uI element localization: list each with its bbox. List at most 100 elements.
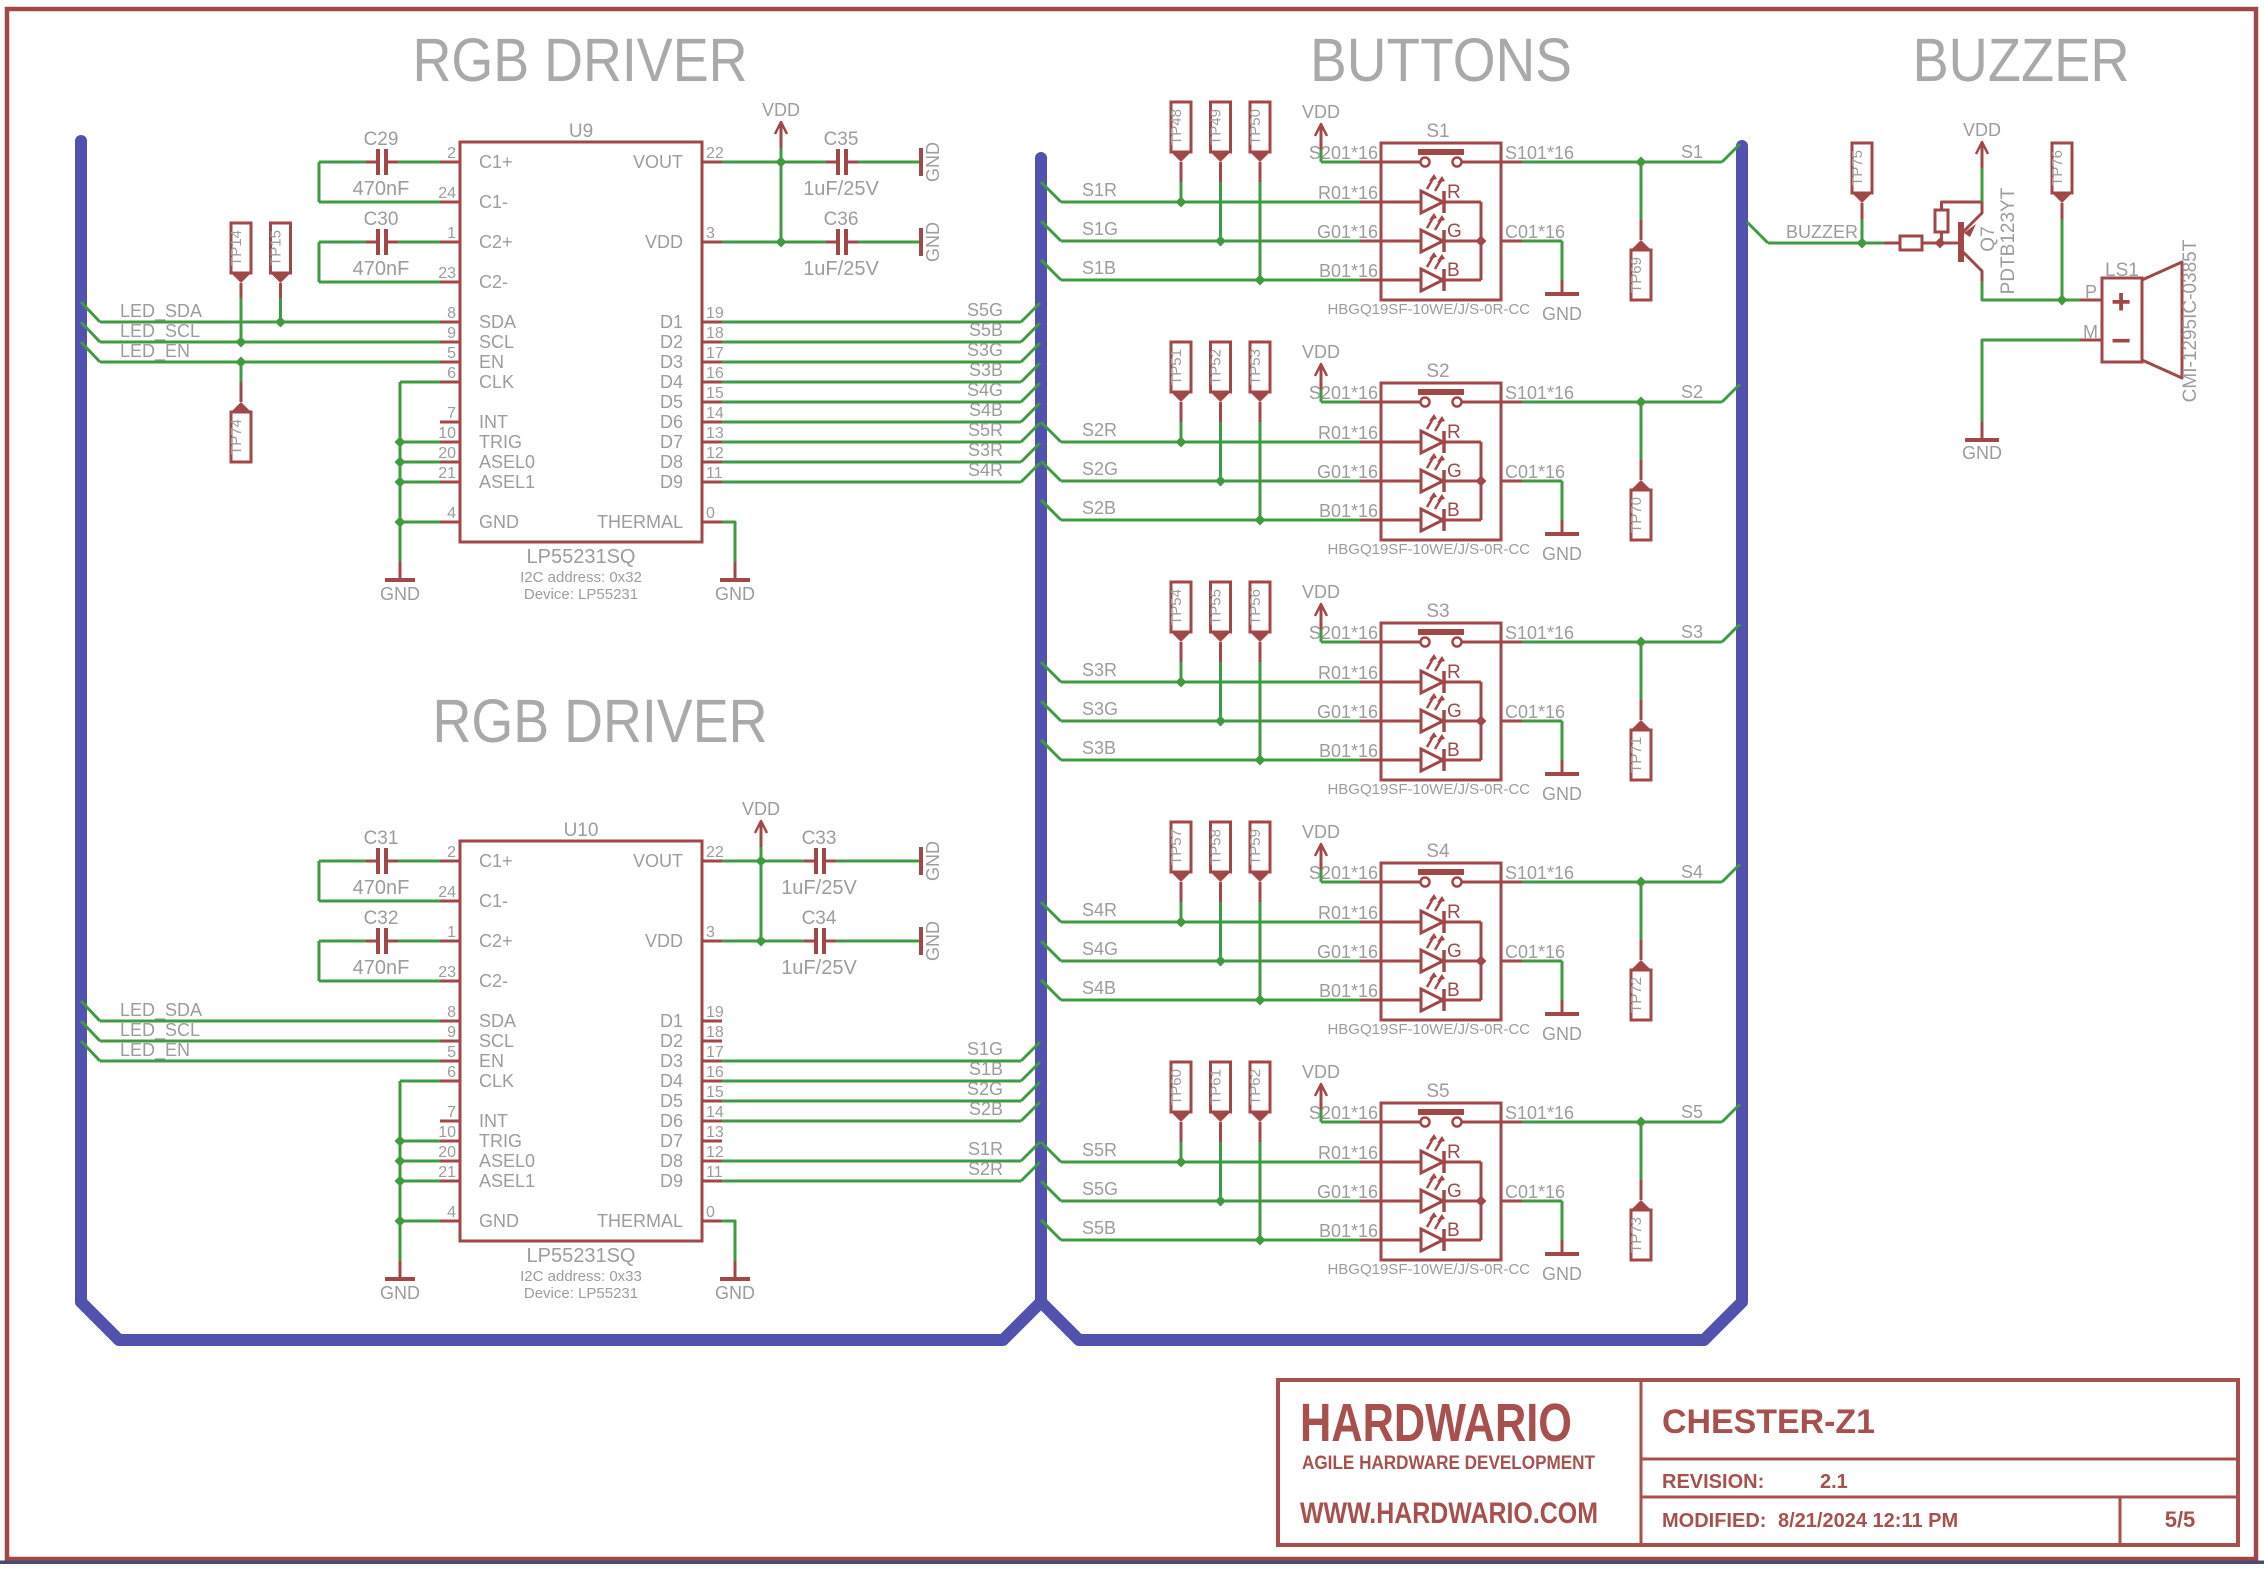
bus-ripper: [1019, 461, 1042, 484]
pin-name: D9: [660, 1171, 683, 1191]
bus-lines: [75, 135, 1748, 1346]
pin-number: 10: [438, 1124, 456, 1141]
speaker-minus: −: [2111, 322, 2131, 360]
gnd-label: GND: [1542, 544, 1582, 564]
pin-label: R01*16: [1318, 183, 1378, 203]
led-triangle: [1419, 1226, 1447, 1254]
pin-number: 1: [447, 225, 456, 242]
pin-name: ASEL0: [479, 1151, 535, 1171]
bus-ripper: [79, 340, 102, 364]
vdd-arrowhead: [773, 120, 789, 135]
junction-dot: [394, 476, 406, 488]
capacitor-plate: [376, 928, 380, 954]
cap-value: 1uF/25V: [803, 178, 879, 200]
pin-name: D8: [660, 1151, 683, 1171]
led-letter: R: [1447, 662, 1461, 683]
testpoint-tip: [231, 273, 251, 283]
net-label: S2B: [969, 1099, 1003, 1119]
pin-name: D9: [660, 472, 683, 492]
pin-number: 2: [447, 145, 456, 162]
pin-name: TRIG: [479, 1131, 522, 1151]
gnd-label: GND: [715, 584, 755, 604]
bus-ripper: [79, 300, 102, 324]
pin-name: C1+: [479, 851, 513, 871]
net-label: S5G: [967, 300, 1003, 320]
bus-ripper: [1019, 1060, 1042, 1083]
button-body: [1379, 1101, 1503, 1262]
testpoint-tip: [1210, 392, 1231, 402]
pin-number: 13: [706, 425, 724, 442]
switch-contact: [1451, 1116, 1463, 1128]
junction-dot: [775, 156, 787, 168]
gnd-label: GND: [380, 1283, 420, 1303]
pin-label: G01*16: [1317, 1182, 1378, 1202]
led-triangle: [1419, 266, 1447, 294]
testpoint-tip: [1631, 480, 1651, 490]
pin-number: 5: [447, 345, 456, 362]
junction-dot: [1175, 676, 1187, 688]
pin-name: SCL: [479, 332, 514, 352]
led-triangle: [1419, 506, 1447, 534]
testpoint-label: TP59: [1247, 829, 1264, 865]
revision-value: 2.1: [1820, 1471, 1848, 1493]
speaker-value: CMI-1295IC-0385T: [2180, 239, 2201, 402]
pin-name: D1: [660, 312, 683, 332]
section-title: RGB DRIVER: [413, 26, 748, 94]
net-label: LED_EN: [120, 1040, 190, 1061]
led-triangle: [1419, 1187, 1447, 1215]
junction-dot: [1254, 274, 1266, 286]
junction-dot: [235, 336, 247, 348]
net-label: S2R: [968, 1159, 1003, 1179]
pin-label: S201*16: [1309, 863, 1378, 883]
pin-number: 24: [438, 185, 456, 202]
junction-dot: [394, 1215, 406, 1227]
capacitor-plate: [376, 848, 380, 874]
pin-label: S101*16: [1505, 863, 1574, 883]
pin-name: C2+: [479, 931, 513, 951]
speaker-body: [2100, 276, 2144, 364]
led-arrowhead: [1437, 1136, 1445, 1143]
vdd-arrowhead: [1313, 362, 1329, 377]
pin-name: THERMAL: [597, 512, 683, 532]
pin-label: S201*16: [1309, 143, 1378, 163]
bus-ripper: [1039, 219, 1063, 243]
led-arrowhead: [1437, 695, 1445, 702]
testpoint-label: TP57: [1168, 829, 1185, 865]
net-label: S5R: [968, 420, 1003, 440]
led-arrowhead: [1437, 494, 1445, 501]
button-body: [1379, 141, 1503, 302]
net-label: S3B: [1082, 738, 1116, 758]
bus-ripper: [1720, 622, 1742, 644]
transistor-collector: [1961, 250, 1984, 281]
pin-number: 5: [447, 1044, 456, 1061]
speaker-plus: +: [2111, 283, 2131, 321]
pin-name: INT: [479, 412, 508, 432]
bus-ripper: [1039, 900, 1063, 924]
pin-number: 2: [447, 844, 456, 861]
led-letter: B: [1447, 500, 1460, 521]
pin-label: G01*16: [1317, 942, 1378, 962]
bus-ripper: [1019, 361, 1042, 384]
button-designator: S1: [1426, 121, 1449, 142]
wire: [722, 520, 737, 562]
cap-value: 1uF/25V: [781, 877, 857, 899]
bus-ripper: [1039, 180, 1063, 204]
pin-label: P: [2085, 282, 2097, 302]
testpoint-label: TP62: [1247, 1069, 1264, 1105]
pin-number: 24: [438, 884, 456, 901]
testpoint-label: TP53: [1247, 349, 1264, 385]
resistor-body: [1933, 208, 1950, 234]
junction-dot: [1175, 1156, 1187, 1168]
junction-dot: [235, 356, 247, 368]
testpoint-tip: [1250, 872, 1270, 882]
bus-ripper: [1039, 498, 1063, 522]
modified-value: 8/21/2024 12:11 PM: [1778, 1510, 1958, 1532]
testpoint-label: TP69: [1628, 257, 1645, 293]
cap-designator: C33: [802, 828, 837, 849]
button-designator: S4: [1426, 841, 1450, 862]
pin-number: 8: [447, 305, 456, 322]
junction-dot: [1475, 235, 1487, 247]
led-triangle: [1419, 428, 1447, 456]
